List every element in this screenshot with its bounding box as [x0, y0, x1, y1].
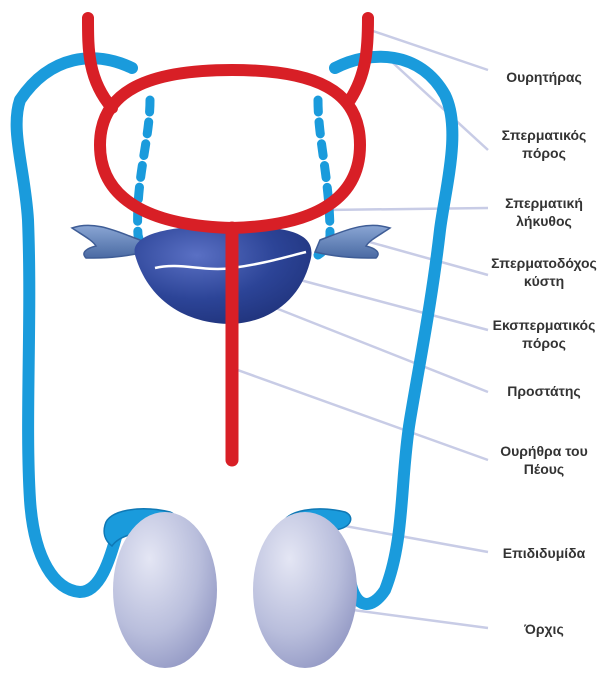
leader-ureter — [370, 30, 488, 70]
label-epididymis: Επιδιδυμίδα — [503, 545, 586, 561]
label-ejaculatory-duct-line2: πόρος — [522, 335, 566, 351]
label-vas-deferens-line2: πόρος — [522, 145, 566, 161]
leader-prostate — [268, 305, 488, 392]
label-vas-deferens-line1: Σπερματικός — [502, 127, 587, 143]
vas-deferens-dashed-left — [138, 100, 150, 255]
testis-left — [113, 512, 217, 668]
leader-penile-urethra — [232, 368, 488, 460]
label-ampulla-line1: Σπερματική — [505, 195, 583, 211]
label-prostate: Προστάτης — [507, 383, 580, 399]
testes — [113, 512, 357, 668]
label-ureter: Ουρητήρας — [506, 69, 582, 85]
vas-deferens-left — [17, 58, 132, 592]
label-ampulla-line2: λήκυθος — [516, 213, 572, 229]
leader-testis — [338, 608, 488, 628]
testis-right — [253, 512, 357, 668]
label-penile-urethra-line1: Ουρήθρα του — [500, 443, 588, 459]
leader-vas-deferens — [392, 62, 488, 150]
labels: Ουρητήρας Σπερματικός πόρος Σπερματική λ… — [491, 69, 597, 637]
label-seminal-vesicle-line2: κύστη — [524, 273, 564, 289]
label-testis: Όρχις — [523, 621, 563, 637]
vas-deferens-right — [335, 57, 452, 604]
label-ejaculatory-duct-line1: Εκσπερματικός — [493, 317, 596, 333]
prostate-gland — [135, 226, 312, 324]
leader-ampulla — [325, 208, 488, 210]
vas-deferens-dashed-right — [318, 100, 330, 255]
prostate — [135, 226, 312, 324]
label-penile-urethra-line2: Πέους — [524, 461, 564, 477]
label-seminal-vesicle-line1: Σπερματοδόχος — [491, 255, 597, 271]
